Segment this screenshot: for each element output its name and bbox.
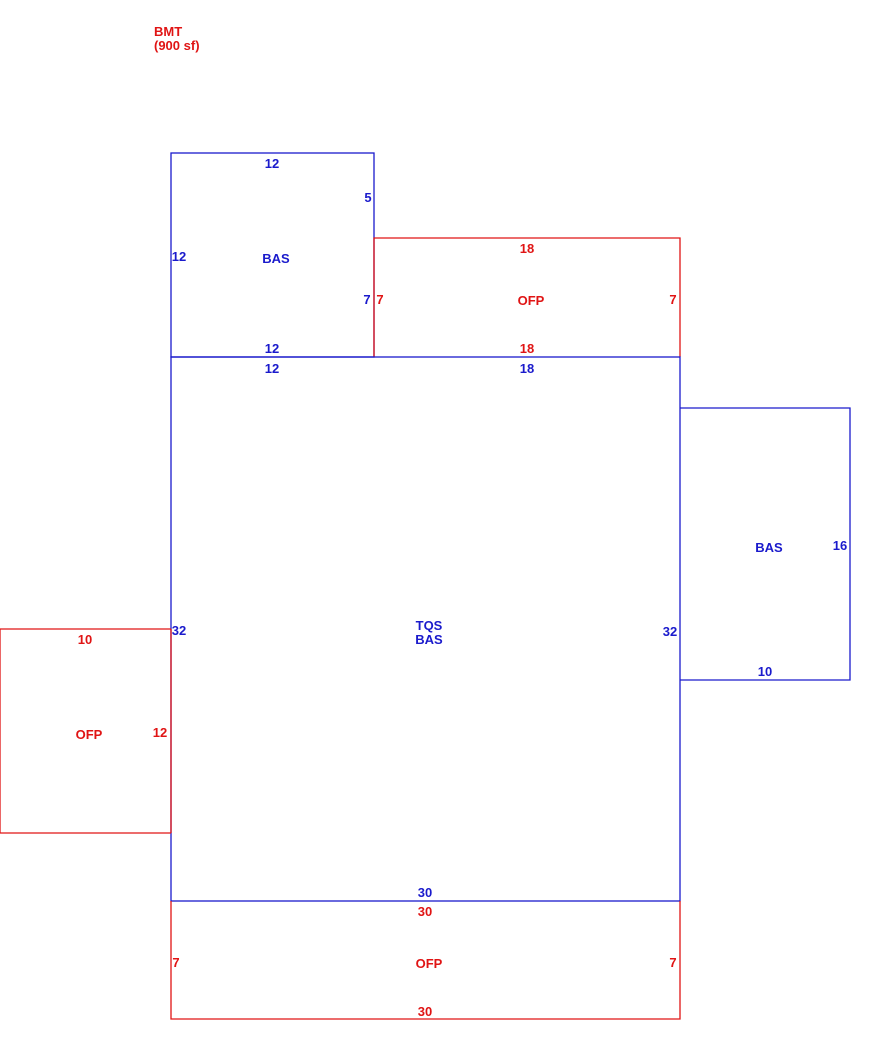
ofp-bottom-outline — [170, 901, 681, 1020]
ofp-left-dim-right: 12 — [153, 725, 167, 740]
bas-top-dim-right-lower: 7 — [363, 292, 370, 307]
main-dim-top-left: 12 — [265, 361, 279, 376]
ofp-top-dim-left: 7 — [376, 292, 383, 307]
main-dim-bottom: 30 — [418, 885, 432, 900]
main-label-line2: BAS — [415, 632, 443, 647]
ofp-top-label: OFP — [518, 293, 545, 308]
bas-top-dim-bottom: 12 — [265, 341, 279, 356]
sketch-area: (900 sf) — [154, 38, 200, 53]
ofp-bottom-label: OFP — [416, 956, 443, 971]
ofp-bottom-dim-top: 30 — [418, 904, 432, 919]
bas-right-label: BAS — [755, 540, 783, 555]
sketch-code: BMT — [154, 24, 182, 39]
bas-right-outline — [680, 407, 851, 681]
ofp-bottom-dim-bottom: 30 — [418, 1004, 432, 1019]
bas-top-dim-left: 12 — [172, 249, 186, 264]
ofp-top-dim-bottom: 18 — [520, 341, 534, 356]
ofp-top-dim-right: 7 — [669, 292, 676, 307]
main-dim-top-right: 18 — [520, 361, 534, 376]
bas-right-dim-bottom: 10 — [758, 664, 772, 679]
ofp-bottom-dim-left: 7 — [172, 955, 179, 970]
main-label-line1: TQS — [416, 618, 443, 633]
bas-top-label: BAS — [262, 251, 290, 266]
ofp-left-outline — [0, 628, 171, 834]
ofp-left-label: OFP — [76, 727, 103, 742]
bas-top-dim-top: 12 — [265, 156, 279, 171]
bas-top-dim-right-upper: 5 — [364, 190, 371, 205]
main-dim-left: 32 — [172, 623, 186, 638]
ofp-bottom-dim-right: 7 — [669, 955, 676, 970]
ofp-top-dim-top: 18 — [520, 241, 534, 256]
bas-right-dim-right: 16 — [833, 538, 847, 553]
ofp-top-outline — [373, 237, 681, 357]
ofp-left-dim-top: 10 — [78, 632, 92, 647]
main-dim-right: 32 — [663, 624, 677, 639]
